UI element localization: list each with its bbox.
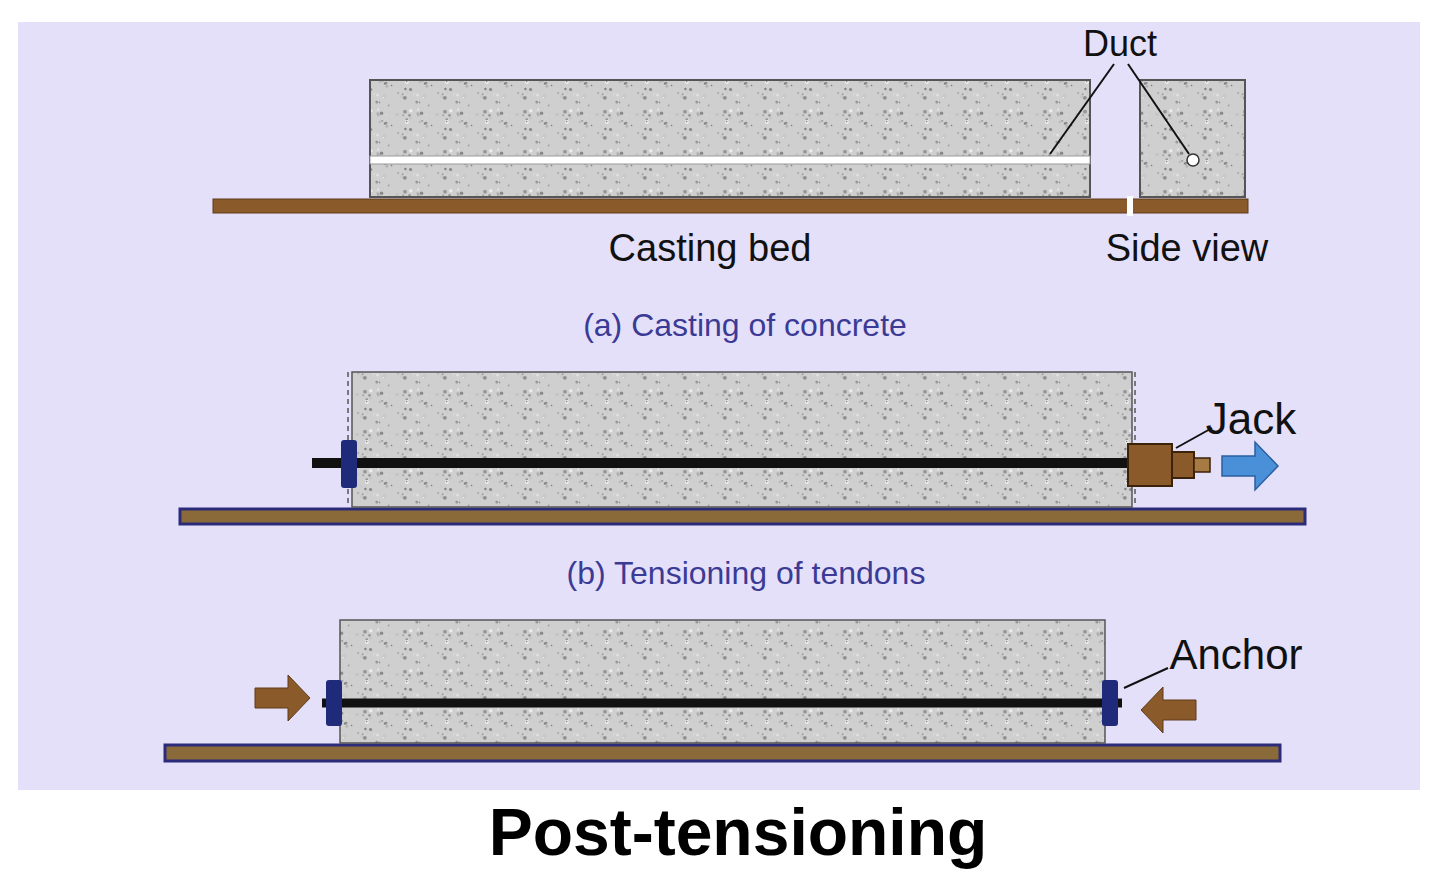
- casting-bed: [180, 509, 1305, 524]
- casting-bed: [213, 199, 1248, 213]
- anchor-plate: [1102, 680, 1118, 726]
- jack-ram: [1172, 452, 1194, 478]
- part-label: Casting bed: [609, 228, 812, 270]
- section-gap: [1127, 196, 1133, 216]
- background-panel: [18, 22, 1420, 790]
- concrete-beam: [340, 620, 1105, 743]
- compression-arrow: [1141, 687, 1196, 733]
- jack-grip: [1194, 458, 1210, 472]
- concrete-beam: [352, 372, 1132, 507]
- step-caption: (a) Casting of concrete: [583, 308, 907, 343]
- leader-line: [1128, 64, 1189, 154]
- part-label: Anchor: [1169, 632, 1302, 678]
- leader-line: [1124, 668, 1168, 688]
- anchor-plate: [341, 440, 357, 488]
- step-caption: (b) Tensioning of tendons: [567, 556, 926, 591]
- leader-line: [1050, 64, 1114, 154]
- tendon: [322, 699, 1122, 708]
- beam-section: [1140, 80, 1245, 197]
- compression-arrow: [255, 675, 310, 721]
- anchor-plate: [326, 680, 342, 726]
- part-label: Duct: [1083, 24, 1157, 64]
- jack: [1128, 444, 1172, 486]
- tendon: [312, 458, 1135, 468]
- duct-section: [1187, 154, 1199, 166]
- pull-arrow: [1222, 442, 1278, 490]
- casting-bed: [165, 745, 1280, 761]
- part-label: Side view: [1106, 228, 1269, 270]
- duct: [370, 156, 1090, 164]
- part-label: Jack: [1206, 395, 1296, 443]
- concrete-beam: [370, 80, 1090, 197]
- figure-caption: Post-tensioning: [489, 796, 988, 869]
